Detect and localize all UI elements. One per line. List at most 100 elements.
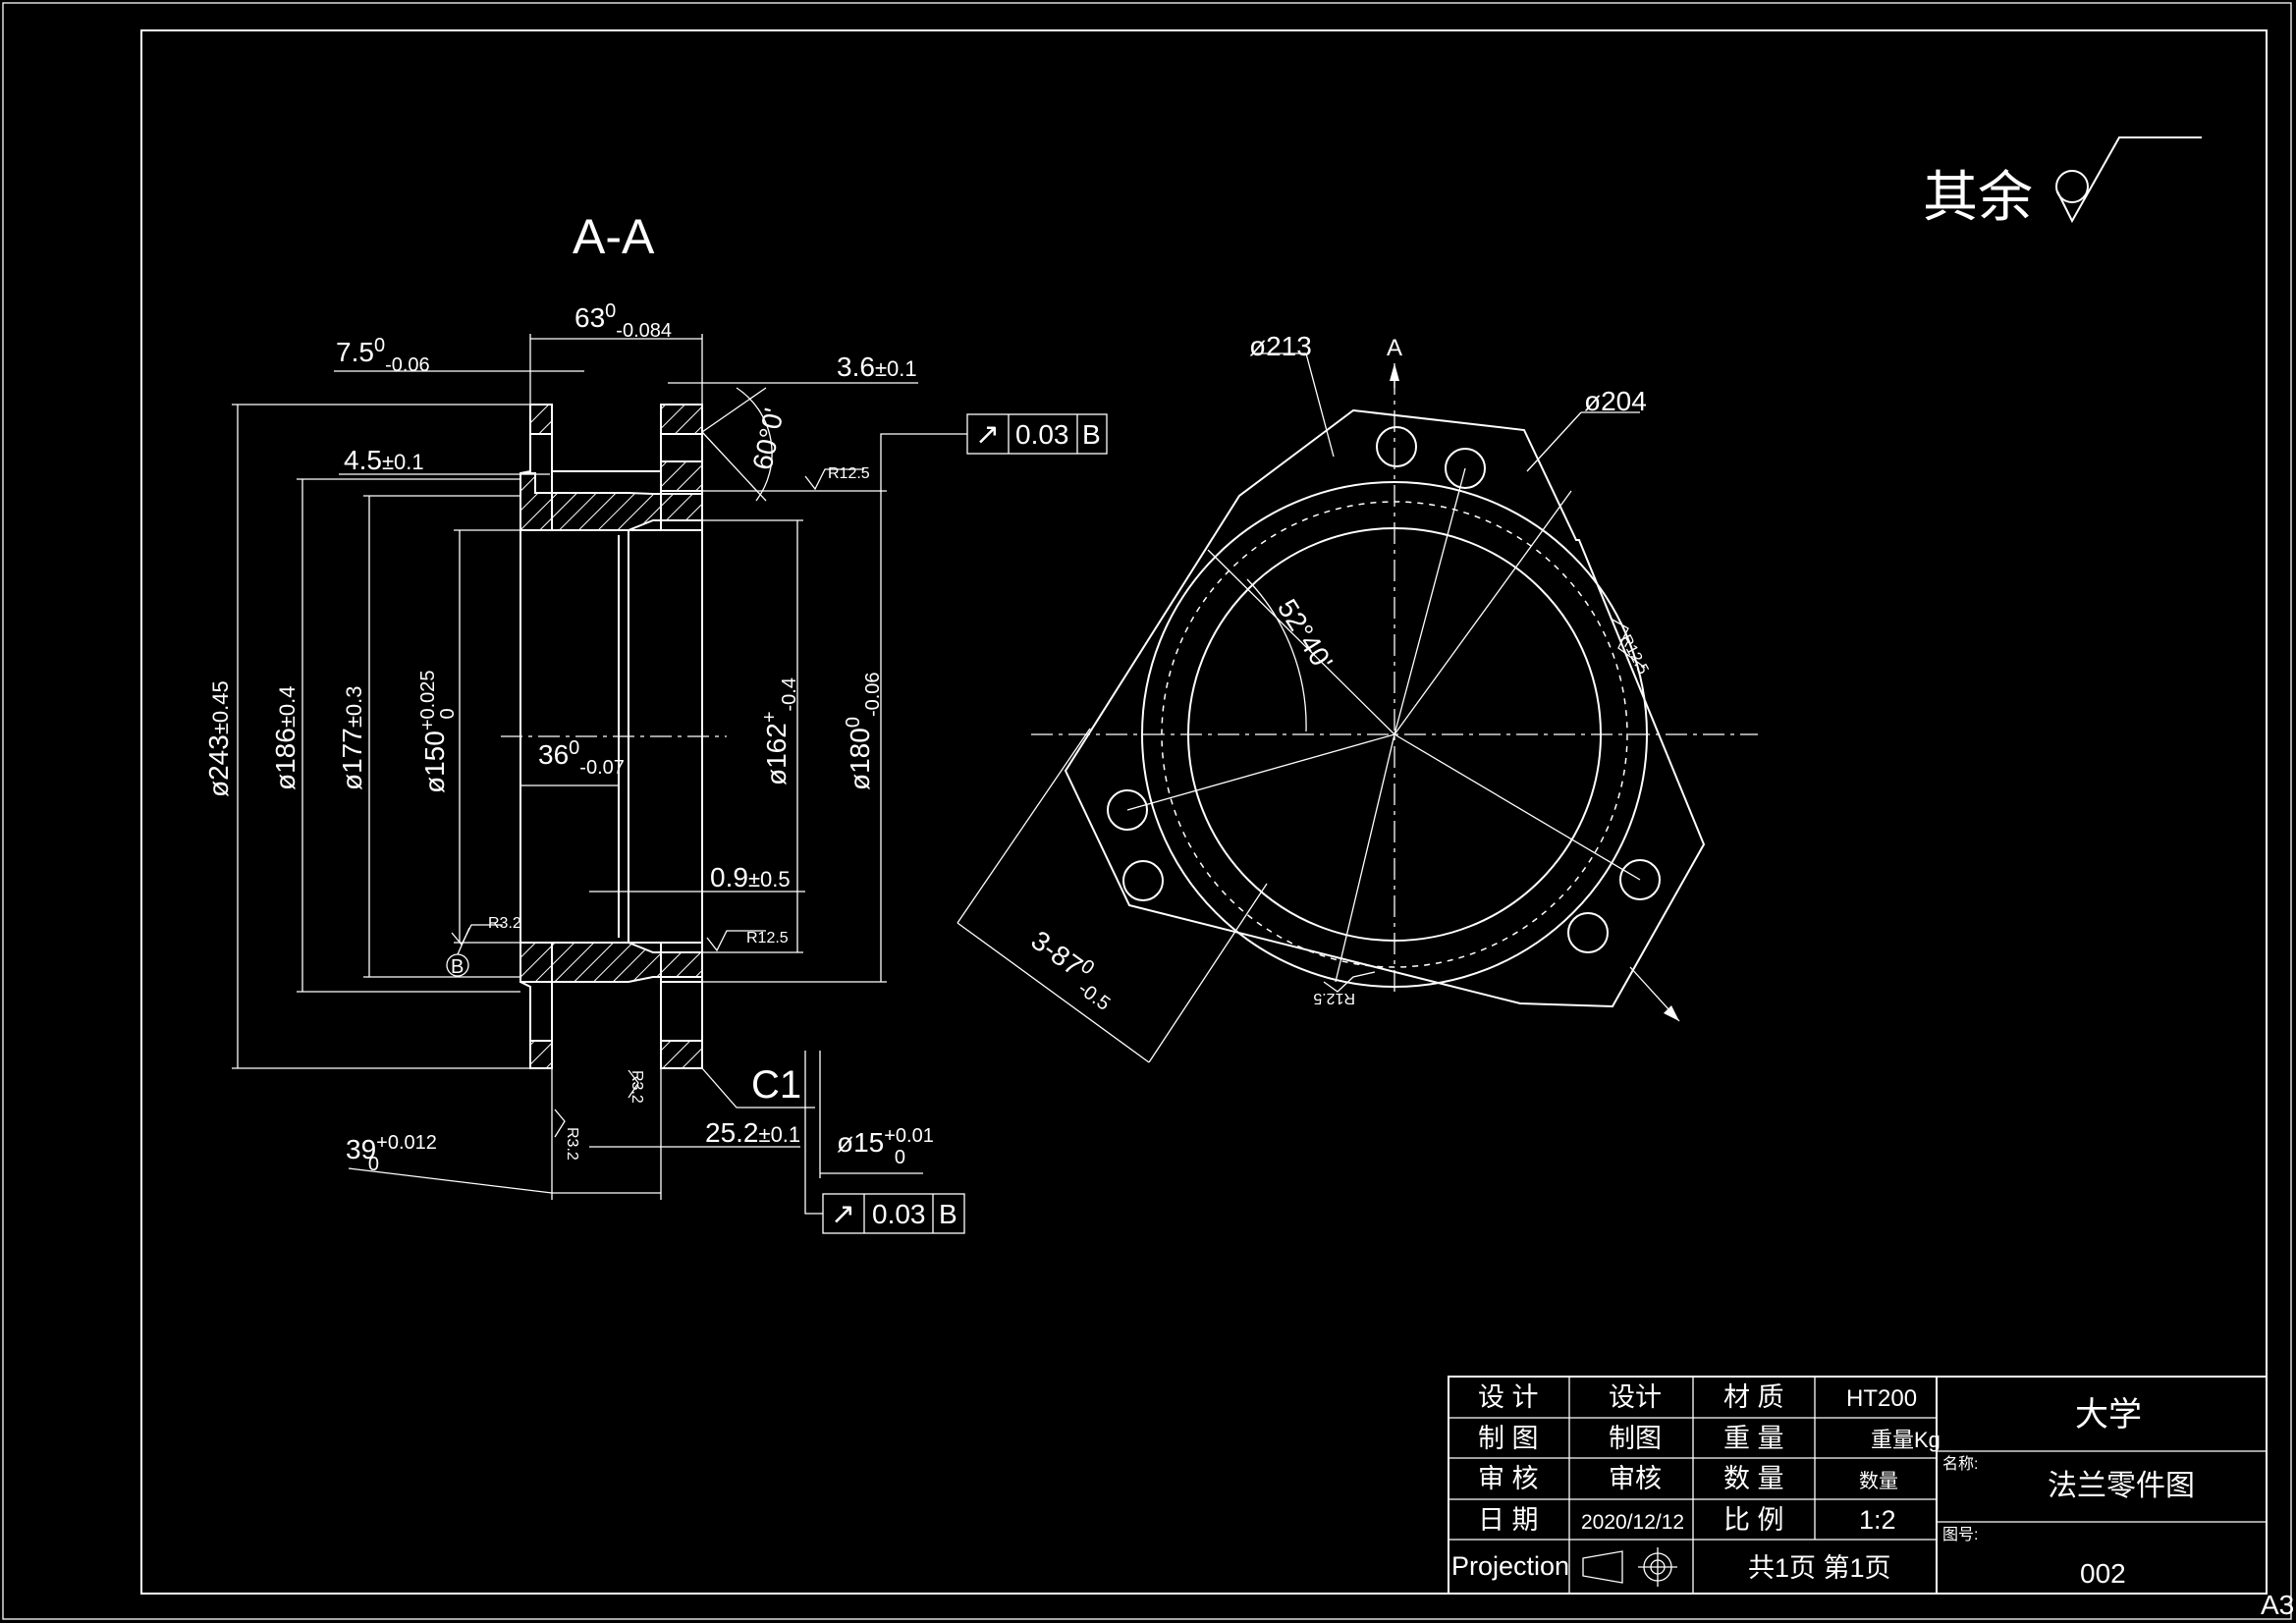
angle-leg-1 (701, 387, 767, 433)
dim-180-text: ø1800-0.06 (843, 672, 884, 790)
inner-border (140, 29, 2268, 1595)
tb-label: 日 期 (1478, 1505, 1539, 1535)
front-view (957, 352, 1758, 1063)
roughness-mark-icon (804, 468, 864, 491)
section-arrow-label: A (1387, 335, 1402, 361)
roughness-mark-icon (1323, 971, 1376, 993)
runout-icon: ↗ (975, 418, 1000, 451)
leader-213-b (1305, 352, 1335, 458)
angle-text: 52°40' (1272, 594, 1339, 676)
upper-flange-hatch-a (529, 404, 553, 435)
tolerance-datum: B (939, 1199, 957, 1229)
roughness-symbol-icon (2056, 136, 2202, 224)
bolt-hole (1376, 426, 1417, 467)
section-dimensions: 630-0.084 7.50-0.06 3.6±0.1 4.5±0.1 60°0… (203, 300, 934, 1175)
dim-150-text: ø150+0.0250 (417, 670, 459, 793)
dim-243-text: ø243±0.45 (203, 680, 234, 797)
leader-frame-bottom (804, 1051, 823, 1215)
runout-icon: ↗ (831, 1198, 855, 1230)
front-dimensions: ø213 ø204 52°40' 3-870-0.5 R12.5 R12.5 A (1020, 331, 1651, 1015)
roughness-text: R12.5 (1313, 990, 1355, 1006)
ref-line (1335, 733, 1395, 983)
ext-holes-b (1148, 883, 1268, 1063)
roughness-mark-icon (1610, 618, 1646, 669)
tolerance-frame-bottom: ↗ 0.03 B (822, 1193, 965, 1234)
tolerance-value: 0.03 (1015, 419, 1069, 450)
section-arrow-icon (1664, 1005, 1679, 1021)
dim-7-5-text: 7.50-0.06 (336, 335, 430, 376)
dim-3-6-text: 3.6±0.1 (837, 352, 917, 382)
tb-value: 重量Kg (1871, 1428, 1941, 1452)
roughness-mark-icon (628, 1069, 639, 1099)
angle-text: 60°0' (747, 406, 790, 472)
roughness-note: 其余 (1923, 136, 2202, 228)
dim-holes-text: 3-870-0.5 (1020, 923, 1125, 1015)
bolt-hole (1445, 448, 1486, 489)
leader-204-b (1526, 411, 1582, 472)
tolerance-frame-top: ↗ 0.03 B (966, 413, 1108, 455)
dim-holes (957, 922, 1150, 1063)
pages-text: 共1页 第1页 (1748, 1553, 1891, 1583)
section-outline-top (519, 405, 553, 1069)
dim-36-text: 360-0.07 (538, 737, 625, 779)
leader-c1 (701, 1067, 815, 1109)
lower-wall-hatch (519, 942, 703, 983)
dim-186-text: ø186±0.4 (270, 686, 301, 791)
ref-line (1394, 467, 1466, 735)
dim-63-text: 630-0.084 (574, 300, 672, 342)
ref-line (1394, 733, 1641, 881)
tb-value: 审核 (1609, 1464, 1662, 1493)
projection-label: Projection (1451, 1551, 1569, 1581)
roughness-text: R12.5 (828, 465, 870, 482)
roughness-circle-icon (2055, 170, 2089, 203)
dim-177-text: ø177±0.3 (337, 686, 367, 791)
tb-value: 数量 (1859, 1470, 1898, 1492)
dim-162-text: ø162+-0.4 (759, 677, 800, 785)
dim-213-text: ø213 (1249, 331, 1312, 361)
school-name: 大学 (2075, 1396, 2142, 1434)
leader-39 (348, 1167, 553, 1194)
section-label: A-A (573, 209, 655, 264)
dim-25-2-text: 25.2±0.1 (705, 1117, 800, 1148)
ref-line (1394, 490, 1572, 735)
roughness-mark-icon (554, 1109, 566, 1138)
dim-4-5-text: 4.5±0.1 (344, 445, 424, 475)
bolt-hole (1107, 789, 1148, 831)
tb-label: 材 质 (1723, 1382, 1784, 1412)
tb-label: 重 量 (1723, 1424, 1784, 1453)
roughness-text: R12.5 (1616, 632, 1651, 677)
lower-flange-hatch-b (660, 1040, 703, 1069)
roughness-text: R3.2 (488, 915, 521, 932)
part-name: 法兰零件图 (2048, 1470, 2195, 1502)
dim-0-9-text: 0.9±0.5 (710, 862, 791, 893)
angle-arc (1246, 578, 1307, 732)
roughness-note-text: 其余 (1923, 166, 2033, 228)
name-label: 名称: (1942, 1455, 1978, 1473)
dim-204-text: ø204 (1584, 386, 1647, 416)
ref-line (1207, 549, 1395, 735)
bolt-hole (1619, 859, 1661, 900)
tb-value: HT200 (1846, 1385, 1917, 1412)
tb-label: 比 例 (1723, 1505, 1784, 1535)
tb-value: 2020/12/12 (1581, 1511, 1684, 1534)
ext-holes-a (957, 728, 1091, 924)
roughness-text: R3.2 (629, 1070, 645, 1104)
roughness-mark-icon (706, 930, 766, 952)
tb-label: 审 核 (1478, 1464, 1539, 1493)
roughness-text: R12.5 (746, 930, 789, 947)
roughness-mark-icon (451, 924, 503, 947)
tolerance-value: 0.03 (872, 1199, 926, 1229)
leader-frame-top (880, 433, 967, 491)
flange-outline (1064, 408, 1706, 1008)
tb-value: 制图 (1609, 1424, 1662, 1453)
bolt-hole (1122, 860, 1164, 901)
upper-flange-hatch-b (660, 404, 703, 435)
number-label: 图号: (1942, 1526, 1978, 1543)
bolt-hole (1567, 912, 1609, 953)
tb-value: 1:2 (1859, 1505, 1896, 1535)
datum-b-text: B (451, 956, 464, 978)
